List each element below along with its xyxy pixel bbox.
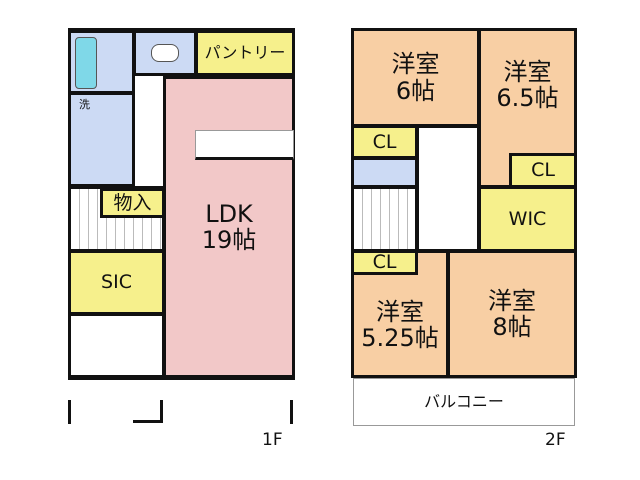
washroom-label: 洗	[79, 98, 90, 111]
closet-2: CL	[509, 153, 577, 188]
bedroom-6-size: 6帖	[395, 76, 436, 105]
closet-1: CL	[351, 125, 418, 159]
bathtub-icon	[75, 37, 97, 89]
storage-label: 物入	[113, 191, 152, 214]
bedroom-6-5-label: 洋室	[503, 58, 552, 86]
balcony-label: バルコニー	[424, 392, 504, 412]
shoe-closet: SIC	[68, 250, 165, 315]
closet-2-label: CL	[531, 159, 555, 182]
closet-3: CL	[351, 250, 418, 275]
ldk-size: 19帖	[201, 226, 257, 254]
kitchen-counter	[195, 130, 294, 160]
pantry-label: パントリー	[204, 43, 286, 63]
walk-in-closet: WIC	[478, 186, 577, 252]
toilet-icon	[151, 44, 179, 62]
bathroom	[68, 30, 135, 94]
stairs-2f	[351, 186, 418, 252]
bedroom-6-label: 洋室	[391, 50, 440, 79]
washroom: 洗	[68, 92, 135, 187]
ldk-label: LDK	[205, 199, 253, 228]
porch-wall	[290, 400, 293, 424]
porch-wall	[133, 420, 163, 423]
floor-2-label: 2F	[545, 430, 566, 450]
hallway-2f	[416, 125, 480, 252]
bedroom-8-label: 洋室	[488, 286, 536, 315]
ldk: LDK 19帖	[163, 76, 295, 378]
bedroom-6-5-size: 6.5帖	[496, 84, 559, 113]
toilet-2f	[351, 157, 418, 188]
wic-label: WIC	[508, 207, 547, 230]
closet-1-label: CL	[372, 130, 397, 153]
bedroom-5-25-size: 5.25帖	[361, 324, 439, 352]
porch-wall	[68, 400, 71, 424]
bedroom-5-25-label: 洋室	[376, 297, 424, 326]
bedroom-8-size: 8帖	[492, 313, 532, 341]
pantry: パントリー	[195, 30, 295, 76]
entrance	[68, 313, 165, 378]
storage: 物入	[100, 188, 165, 218]
floor-1-label: 1F	[262, 430, 283, 450]
closet-3-label: CL	[372, 251, 397, 274]
toilet-1f	[133, 30, 197, 76]
sic-label: SIC	[101, 271, 132, 294]
porch-wall	[160, 400, 163, 423]
balcony: バルコニー	[353, 378, 575, 426]
